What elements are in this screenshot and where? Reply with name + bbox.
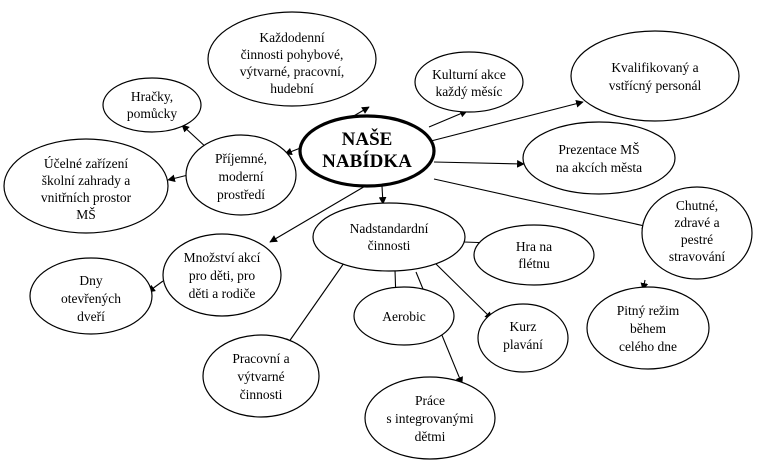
node-line: Příjemné,	[215, 151, 267, 166]
node-line: Práce	[415, 393, 445, 408]
node-kulturni-akce: Kulturní akce každý měsíc	[414, 51, 524, 113]
node-line: výtvarné	[237, 369, 284, 384]
node-pitny-rezim: Pitný režim během celého dne	[586, 286, 710, 370]
node-aerobic: Aerobic	[353, 286, 455, 346]
node-line: činnosti	[240, 387, 283, 402]
connector-arrow	[269, 184, 368, 243]
node-line: otevřených	[61, 291, 121, 306]
node-line: Chutné,	[676, 198, 718, 213]
node-line: NAŠE	[342, 128, 393, 150]
node-line: na akcích města	[556, 160, 642, 175]
connector-arrow	[430, 99, 584, 142]
node-ucelne-zarizeni: Účelné zařízení školní zahrady a vnitřní…	[3, 138, 169, 234]
node-kazdodenni-cinnosti: Každodenní činnosti pohybové, výtvarné, …	[207, 11, 377, 107]
node-hra-na-fletnu: Hra na flétnu	[473, 224, 595, 286]
node-line: plavání	[503, 337, 543, 352]
node-line: během	[630, 321, 666, 336]
node-line: dveří	[77, 309, 105, 324]
node-line: prostředí	[217, 187, 265, 202]
node-prace-s-integrovanymi: Práce s integrovanými dětmi	[364, 376, 496, 460]
node-line: celého dne	[619, 339, 677, 354]
node-line: flétnu	[518, 256, 550, 271]
connector-arrow	[433, 178, 650, 230]
node-hracky-pomucky: Hračky, pomůcky	[102, 77, 202, 133]
node-line: NABÍDKA	[322, 150, 412, 172]
node-dny-otevrenych-dveri: Dny otevřených dveří	[29, 257, 153, 335]
node-line: dětmi	[415, 429, 446, 444]
connector-arrow	[285, 262, 345, 347]
connector-arrow	[378, 185, 387, 205]
node-kurz-plavani: Kurz plavání	[477, 303, 569, 373]
node-prijemne-prostredi: Příjemné, moderní prostředí	[185, 134, 297, 216]
node-line: Množství akcí	[184, 250, 261, 265]
node-line: hudební	[270, 81, 314, 96]
node-line: vstřícný personál	[609, 78, 702, 93]
node-line: školní zahrady a	[42, 173, 130, 188]
node-line: činnosti pohybové,	[241, 47, 344, 62]
node-mnozstvi-akci: Množství akcí pro děti, pro děti a rodič…	[162, 233, 282, 317]
connector-arrow	[434, 262, 493, 320]
node-line: moderní	[219, 169, 264, 184]
node-line: pro děti, pro	[189, 268, 256, 283]
node-line: výtvarné, pracovní,	[240, 64, 345, 79]
node-line: děti a rodiče	[189, 286, 256, 301]
node-line: zdravé a	[674, 215, 719, 230]
node-nase-nabidka: NAŠE NABÍDKA	[298, 114, 436, 188]
node-line: Hračky,	[131, 89, 173, 104]
node-line: s integrovanými	[386, 411, 474, 426]
node-line: stravování	[669, 249, 725, 264]
node-line: vnitřních prostor	[41, 190, 132, 205]
node-line: Nadstandardní	[350, 221, 429, 236]
node-line: Dny	[79, 273, 102, 288]
node-line: Hra na	[516, 239, 552, 254]
node-nadstandardni-cinnosti: Nadstandardní činnosti	[312, 202, 466, 272]
connector-arrow	[428, 110, 468, 128]
node-prezentace-ms: Prezentace MŠ na akcích města	[522, 121, 676, 195]
node-line: Kurz	[510, 319, 537, 334]
node-pracovni-vytvarne: Pracovní a výtvarné činnosti	[202, 334, 320, 418]
node-line: Pracovní a	[232, 351, 289, 366]
node-line: Každodenní	[259, 30, 324, 45]
node-line: Kvalifikovaný a	[611, 60, 698, 75]
node-line: Aerobic	[382, 309, 425, 324]
node-line: MŠ	[76, 207, 96, 222]
node-line: pomůcky	[127, 106, 177, 121]
node-line: činnosti	[368, 238, 411, 253]
node-line: Pitný režim	[617, 303, 680, 318]
node-line: pestré	[681, 232, 713, 247]
node-line: každý měsíc	[435, 84, 502, 99]
svg-text:NAŠE: NAŠE	[342, 128, 393, 150]
connector-arrow	[433, 159, 525, 168]
connector-lines	[147, 99, 650, 385]
node-line: Účelné zařízení	[44, 156, 129, 171]
svg-text:NABÍDKA: NABÍDKA	[322, 150, 412, 172]
node-kvalifikovany-personal: Kvalifikovaný a vstřícný personál	[570, 30, 740, 122]
node-line: Prezentace MŠ	[558, 142, 639, 157]
node-line: Kulturní akce	[432, 67, 506, 82]
node-chutne-stravovani: Chutné, zdravé a pestré stravování	[641, 186, 753, 280]
connector-arrow	[167, 174, 189, 183]
